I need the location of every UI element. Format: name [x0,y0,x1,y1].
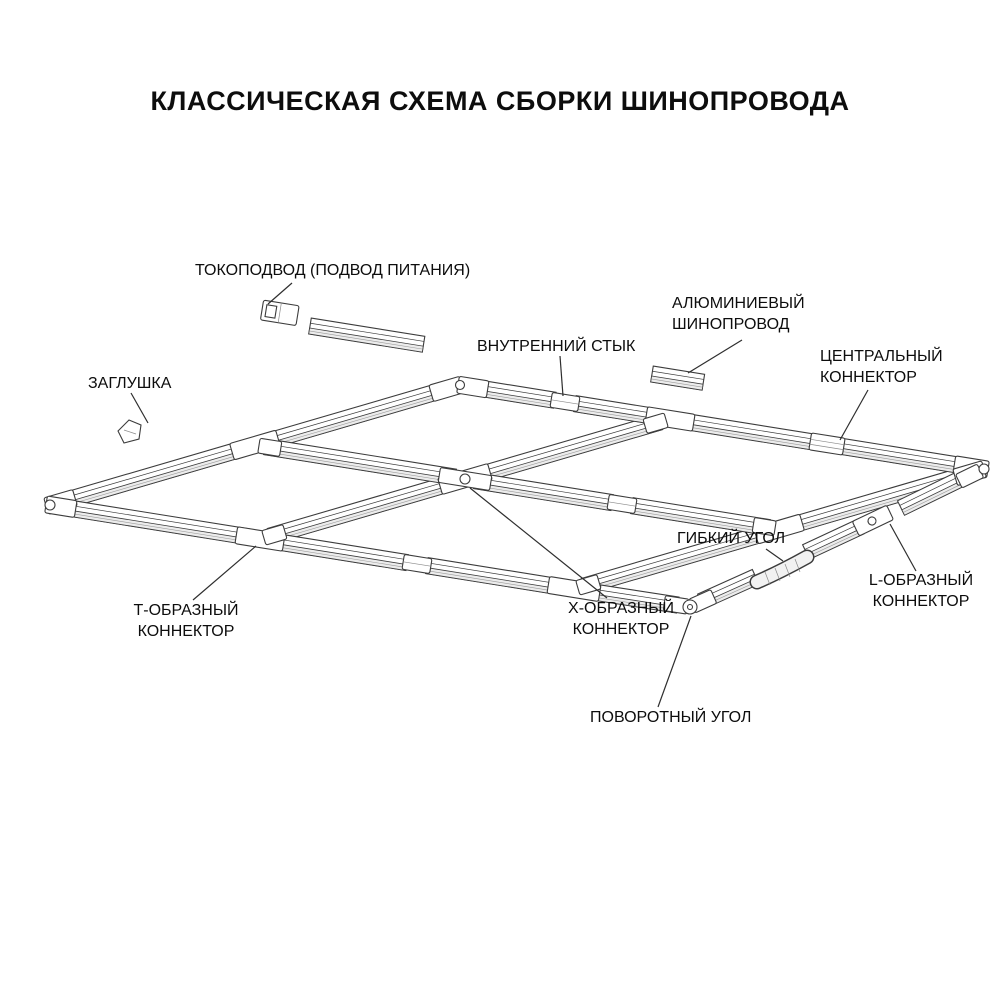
label-swivel-corner: ПОВОРОТНЫЙ УГОЛ [590,709,752,726]
l-connector-west [43,489,78,518]
leader-swivel-corner [657,615,692,708]
track-rail [57,497,253,547]
label-flexible-corner: ГИБКИЙ УГОЛ [677,530,786,547]
x-connector [437,463,493,495]
track-rail [267,531,410,572]
track-rail [266,473,459,545]
track-rail [262,437,458,487]
t-connector-right [642,406,696,434]
label-t-connector: Т-ОБРАЗНЫЙ КОННЕКТОР [133,602,239,640]
t-connector-south [546,574,602,602]
leader-aluminum-track [687,339,743,374]
leader-lines [130,282,917,708]
label-x-connector: Х-ОБРАЗНЫЙ КОННЕКТОР [568,600,674,638]
leader-flexible-corner [765,548,784,562]
track-rail [56,439,249,511]
corner-connector-east [952,455,990,488]
track-rail [677,411,820,452]
corner-connector-north [428,376,490,402]
t-connector-southeast [751,514,805,544]
t-connector-upper [229,430,283,460]
track-rail [472,471,615,512]
t-connector [234,524,288,552]
power-feed [260,299,300,326]
track-rail [424,556,567,597]
connectors-group [43,299,990,615]
straight-joint [606,494,638,514]
internal-joint [549,392,581,412]
floating-rail [308,317,426,353]
label-aluminum-track: АЛЮМИНИЕВЫЙ ШИНОПРОВОД [672,295,805,333]
leader-x-connector [469,487,608,599]
track-rail [471,413,664,485]
leader-central-connector [839,389,869,441]
leader-power-feed [267,282,293,305]
label-power-feed: ТОКОПОДВОД (ПОДВОД ПИТАНИЯ) [195,262,471,279]
leader-t-connector [192,545,257,601]
straight-joint [401,554,433,574]
page-title: КЛАССИЧЕСКАЯ СХЕМА СБОРКИ ШИНОПРОВОДА [150,86,850,116]
label-l-connector: L-ОБРАЗНЫЙ КОННЕКТОР [868,572,974,610]
central-connector [808,432,846,456]
label-internal-joint: ВНУТРЕННИЙ СТЫК [477,338,636,355]
swivel-corner [662,589,717,615]
label-end-cap: ЗАГЛУШКА [88,375,172,392]
track-rail [261,379,454,451]
leader-internal-joint [559,355,564,397]
flexible-corner [749,549,815,590]
end-cap [117,419,142,444]
label-central-connector: ЦЕНТРАЛЬНЫЙ КОННЕКТОР [820,348,943,386]
leader-l-connector [889,523,917,572]
leader-end-cap [130,392,149,424]
aluminum-track-piece [650,365,706,391]
l-connector [852,505,894,536]
